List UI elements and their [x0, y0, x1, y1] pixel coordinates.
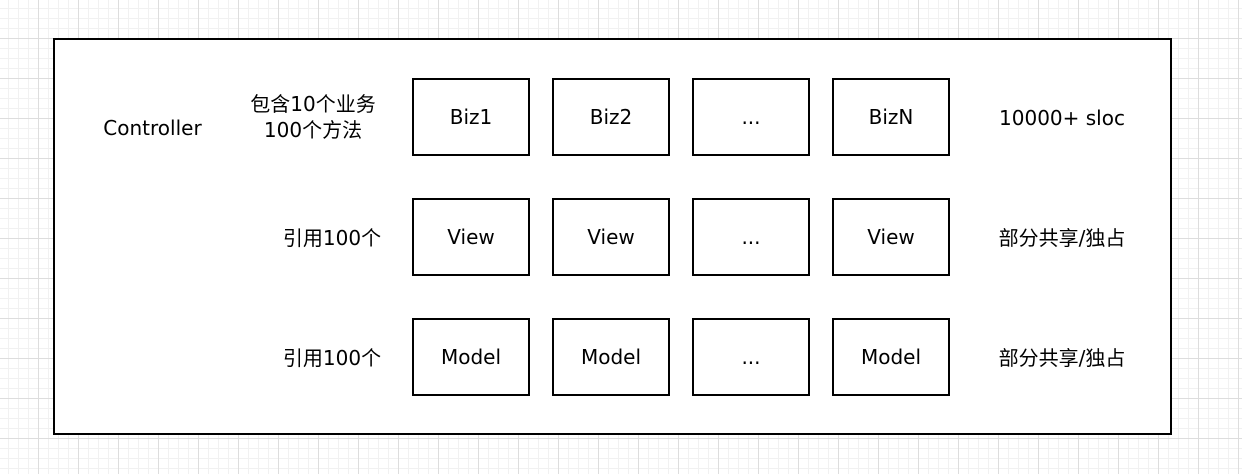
- controller-label: Controller: [103, 116, 202, 140]
- biz-ellipsis-box: ...: [692, 78, 810, 156]
- row3-note: 引用100个: [282, 346, 382, 370]
- row2-right-label: 部分共享/独占: [998, 226, 1126, 250]
- row3-right-label: 部分共享/独占: [998, 346, 1126, 370]
- model-box-n: Model: [832, 318, 950, 396]
- view-box-2: View: [552, 198, 670, 276]
- view-ellipsis-box: ...: [692, 198, 810, 276]
- row1-note: 包含10个业务 100个方法: [250, 92, 376, 142]
- biz1-box: Biz1: [412, 78, 530, 156]
- row1-right-label: 10000+ sloc: [999, 106, 1125, 130]
- view-box-1: View: [412, 198, 530, 276]
- model-ellipsis-box: ...: [692, 318, 810, 396]
- model-box-2: Model: [552, 318, 670, 396]
- bizn-box: BizN: [832, 78, 950, 156]
- row2-note: 引用100个: [282, 226, 382, 250]
- model-box-1: Model: [412, 318, 530, 396]
- biz2-box: Biz2: [552, 78, 670, 156]
- view-box-n: View: [832, 198, 950, 276]
